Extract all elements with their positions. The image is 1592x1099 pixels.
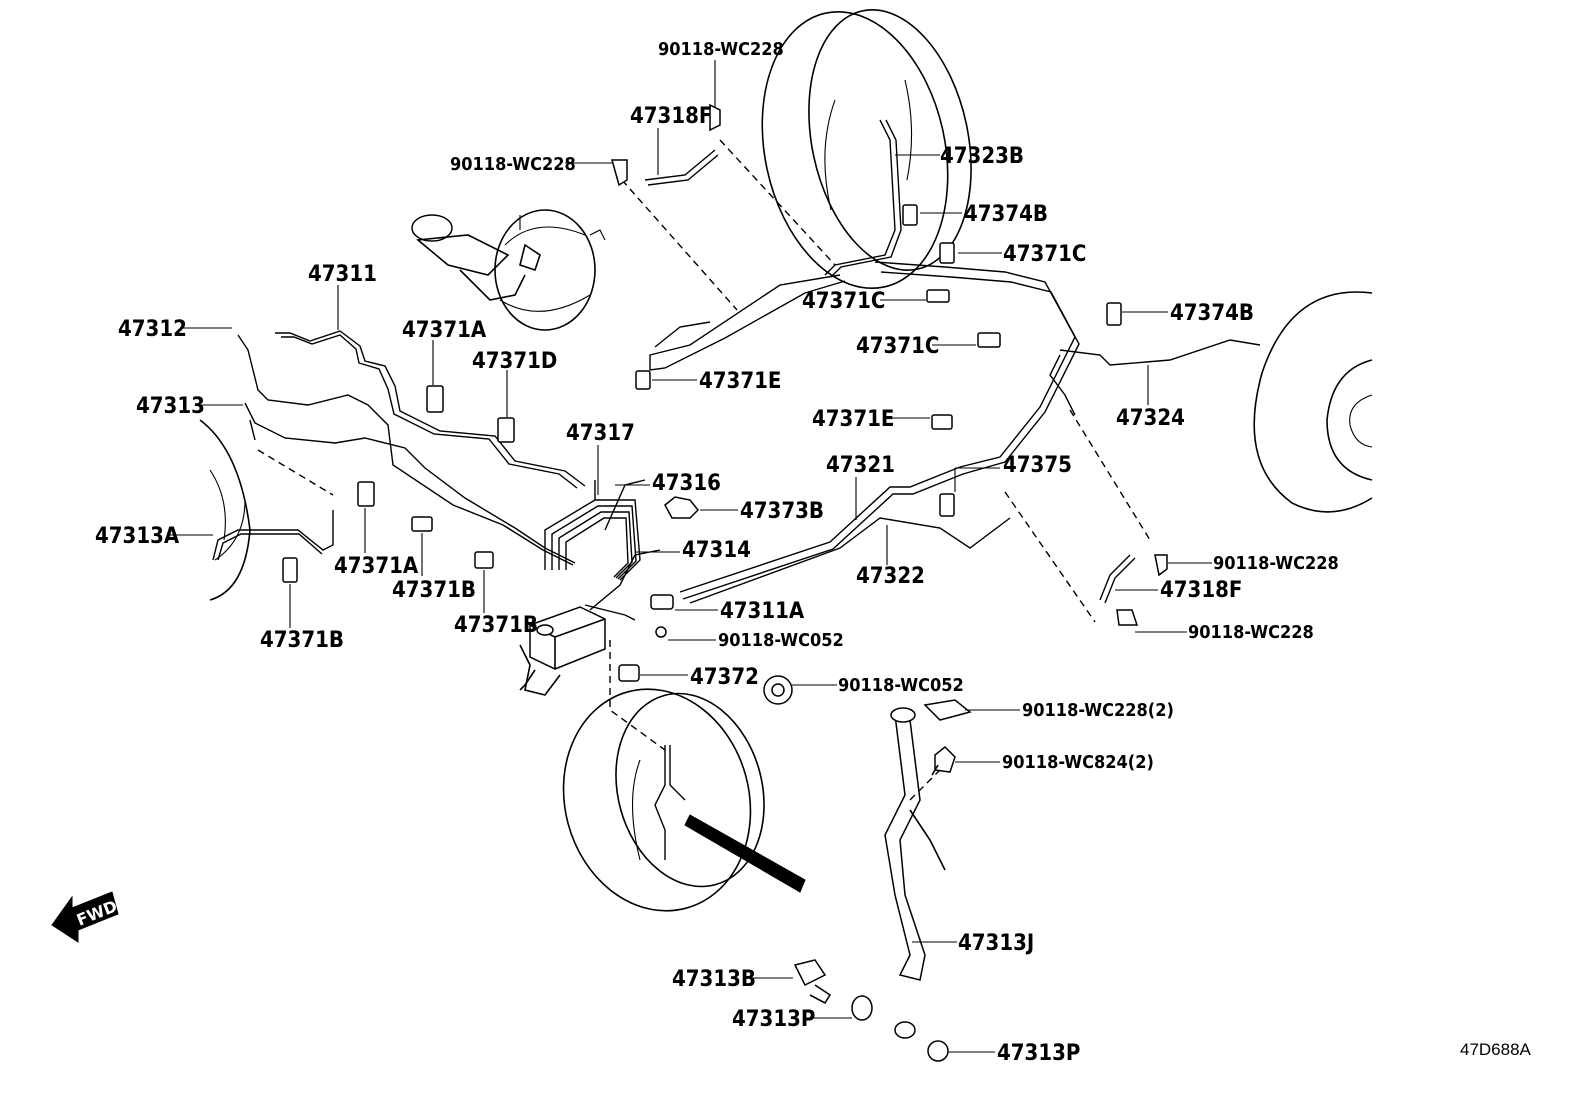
part-label: 90118-WC228 <box>450 154 576 175</box>
part-label: 90118-WC228 <box>1188 622 1314 643</box>
part-label: 47311A <box>720 599 805 624</box>
part-label: 47371B <box>260 628 344 653</box>
brake-line-rear-loop <box>649 274 846 371</box>
part-label: 47371B <box>454 613 538 638</box>
brake-hose-47318F-lower <box>1099 554 1136 604</box>
brake-line-47321 <box>679 261 1080 600</box>
part-label: 47371C <box>856 334 939 359</box>
brake-line-47323B <box>824 119 902 278</box>
brake-hose-47313A <box>212 510 334 561</box>
part-label: 47371A <box>334 554 419 579</box>
brake-hose-47318F-upper <box>644 149 719 186</box>
brake-line-47312 <box>237 334 574 566</box>
part-label: 47371A <box>402 318 487 343</box>
part-label: 90118-WC228 <box>658 39 784 60</box>
brake-hose-front-right <box>654 745 686 860</box>
part-label: 90118-WC824(2) <box>1002 752 1154 773</box>
part-label: 47371E <box>812 407 894 432</box>
brake-line-47317-bundle <box>544 480 641 581</box>
brake-line-47311 <box>275 330 586 489</box>
part-label: 47313A <box>95 524 180 549</box>
part-label: 90118-WC228(2) <box>1022 700 1174 721</box>
part-label: 47371C <box>1003 242 1086 267</box>
brake-line-47313 <box>244 402 576 564</box>
part-label: 47314 <box>682 538 751 563</box>
part-label: 90118-WC228 <box>1213 553 1339 574</box>
leader-lines <box>168 60 1212 1053</box>
part-label: 47317 <box>566 421 635 446</box>
part-label: 47312 <box>118 317 187 342</box>
part-label: 47318F <box>630 104 712 129</box>
part-label: 47373B <box>740 499 824 524</box>
part-label: 47371C <box>802 289 885 314</box>
part-label: 47313 <box>136 394 205 419</box>
rear-left-tire <box>1253 291 1373 513</box>
fwd-arrow: FWD <box>51 891 120 943</box>
brake-line-47324 <box>1049 339 1261 416</box>
brake-line-47314 <box>584 549 661 621</box>
part-label: 47375 <box>1003 453 1072 478</box>
part-label: 47374B <box>1170 301 1254 326</box>
part-label: 47313J <box>958 931 1034 956</box>
part-label: 47371D <box>472 349 557 374</box>
part-label: 47313P <box>997 1041 1080 1066</box>
abs-actuator <box>519 606 606 696</box>
part-label: 47311 <box>308 262 377 287</box>
diagram-ref-code: 47D688A <box>1460 1040 1532 1059</box>
brake-booster <box>411 209 606 331</box>
brake-line-47316 <box>604 479 646 531</box>
part-label: 90118-WC052 <box>838 675 964 696</box>
connection-dashes <box>257 139 1151 801</box>
part-label: 47321 <box>826 453 895 478</box>
part-label: 47322 <box>856 564 925 589</box>
front-right-tire <box>562 688 806 912</box>
part-label: 47316 <box>652 471 721 496</box>
brake-hose-47313J <box>884 707 946 1039</box>
part-label: 47323B <box>940 144 1024 169</box>
rear-right-tire <box>761 9 972 290</box>
part-label: 47318F <box>1160 578 1242 603</box>
part-label: 47371E <box>699 369 781 394</box>
part-label: 47372 <box>690 665 759 690</box>
part-label: 47313P <box>732 1007 815 1032</box>
front-left-tire <box>199 419 251 601</box>
brake-line-47322 <box>689 517 1011 604</box>
part-labels: 90118-WC228 47318F 90118-WC228 47323B 47… <box>95 39 1339 1066</box>
clip-parts <box>282 103 1168 1062</box>
part-label: 47374B <box>964 202 1048 227</box>
part-label: 47371B <box>392 578 476 603</box>
part-label: 47324 <box>1116 406 1185 431</box>
part-label: 47313B <box>672 967 756 992</box>
part-label: 90118-WC052 <box>718 630 844 651</box>
